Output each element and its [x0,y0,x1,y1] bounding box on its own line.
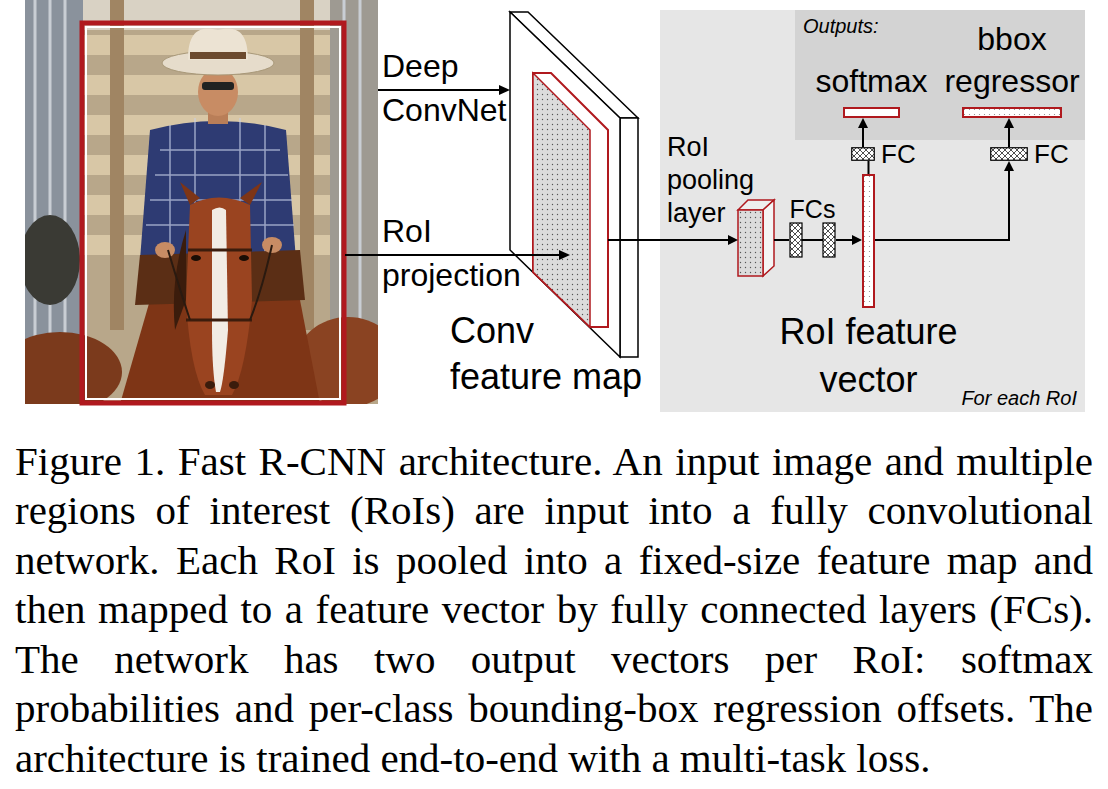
horse-eye [191,255,201,261]
arrow-head [1004,118,1014,128]
output-vector [963,108,1061,117]
horse-head [186,198,252,396]
connector-line [638,239,729,241]
label-anchor: RoI projection [382,209,532,297]
bridle [186,250,252,320]
arrow-head [559,250,570,260]
pool-side [763,200,774,276]
node-label: RoI feature vector [769,308,969,404]
horse-blaze [212,208,228,393]
per-roi-panel: For each RoIOutputs:softmaxbbox regresso… [660,10,1085,412]
pool-face [738,210,763,276]
output-vector [844,108,899,117]
hat-band [190,52,246,59]
hatch-shape [990,147,1028,161]
horse-eye [239,255,249,261]
figure-caption: Figure 1. Fast R-CNN architecture. An in… [15,437,1093,783]
feature-region-face [533,73,590,327]
fence-post [110,0,124,330]
connector-line [836,239,853,241]
node-label: FC [881,139,925,169]
conv-feature-map: Conv feature map [510,12,638,357]
arrow-label: RoI projection [382,209,532,297]
fc-layer: FC [851,147,875,161]
connector [875,161,1014,240]
outputs-panel: Outputs:softmaxbbox regressor [795,10,1085,140]
roi-pooling-layer: RoI pooling layer [738,200,774,276]
fc-block [790,223,802,257]
metal-gate [330,0,378,330]
fc-layers: FCs [789,222,836,258]
fc-block [823,223,835,257]
softmax-output: softmax [843,107,900,118]
roi-box [82,23,344,403]
sunglasses [202,82,234,90]
connector-line [862,127,864,147]
cattle [25,332,122,404]
node-label: Conv feature map [450,308,649,400]
caption-anchor: Figure 1. Fast R-CNN architecture. An in… [15,437,1093,783]
hat-crown [188,29,248,60]
projection-arrow [510,254,560,256]
fc-block [991,148,1028,161]
bbox-output: bbox regressor [962,107,1062,118]
node-label: For each RoI [955,386,1077,410]
connector-line [774,239,789,241]
fc-block [852,148,875,161]
connector [836,235,862,245]
connector [774,240,789,241]
arrow-head [1004,161,1014,171]
reins [168,245,272,320]
roi-feature-vector: RoI feature vector [862,174,875,308]
redbox-shape [843,107,900,118]
connector [638,235,738,245]
label-anchor: Deep ConvNet [382,44,517,132]
convnet-arrow [378,89,500,91]
pool-shape [738,200,774,276]
slab-shape [510,12,638,357]
connector-line [868,161,870,174]
connector [858,118,868,147]
redboxdots-shape [962,107,1062,118]
connector [1004,118,1014,147]
connector [868,161,869,174]
connector-line [875,170,1009,240]
arrow-label: Deep ConvNet [382,44,517,132]
node-label: RoI pooling layer [667,131,762,230]
output-vector [863,175,874,307]
node-label: bbox regressor [940,18,1084,102]
projection-arrow [345,254,511,256]
dark-foliage [25,215,80,305]
hat-brim [162,51,274,75]
connector-line [1008,127,1010,147]
node-label: Outputs: [803,14,913,38]
horse-mane [174,230,186,330]
node-label: FC [1034,139,1078,169]
pooling-line-stub [608,239,638,241]
fc-link [802,239,823,241]
node-label: softmax [800,60,944,102]
horse-nostril [205,381,215,389]
horse-nostril [229,381,239,389]
feature-region [533,73,608,327]
fc-layer: FC [990,147,1028,161]
fcs-shape [789,222,836,258]
roi-box-inner [86,27,340,399]
slab-side [620,118,638,357]
photo [25,0,378,404]
slab-face [510,12,620,357]
arrow-head [858,118,868,128]
arrow-head [852,235,862,245]
hatch-shape [851,147,875,161]
node-label: FCs [783,195,843,223]
rider-hand [155,242,175,258]
bar-shape [862,174,875,308]
arrow-head [728,235,738,245]
